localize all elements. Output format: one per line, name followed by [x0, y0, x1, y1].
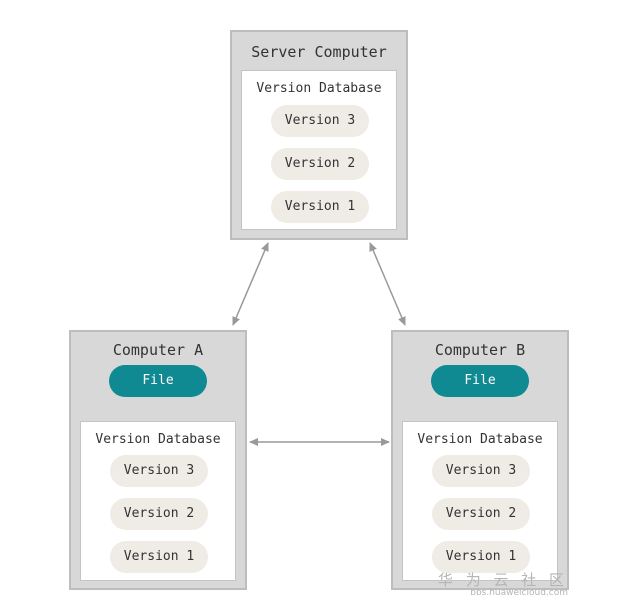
server-b-sync-arrow	[369, 242, 406, 326]
computer-a-title: Computer A	[112, 341, 204, 359]
computer-b-version-3: Version 3	[432, 455, 530, 487]
computer-b-db-title: Version Database	[417, 432, 543, 447]
computer-a-file: File	[109, 365, 207, 397]
watermark-text: 华 为 云 社 区	[437, 571, 568, 589]
computer-b-box: Computer B File Version Database Version…	[391, 330, 569, 590]
computer-b-version-database: Version Database Version 3 Version 2 Ver…	[402, 421, 558, 581]
server-computer-title: Server Computer	[251, 43, 387, 61]
computer-b-file: File	[431, 365, 529, 397]
server-version-1: Version 1	[271, 191, 369, 223]
computer-b-version-1: Version 1	[432, 541, 530, 573]
computer-b-version-2: Version 2	[432, 498, 530, 530]
server-a-sync-arrow	[232, 242, 269, 326]
server-db-title: Version Database	[256, 81, 382, 96]
computer-a-version-2: Version 2	[110, 498, 208, 530]
server-version-3: Version 3	[271, 105, 369, 137]
watermark-url: bbs.huaweicloud.com	[470, 588, 568, 598]
computer-a-version-database: Version Database Version 3 Version 2 Ver…	[80, 421, 236, 581]
computer-a-db-title: Version Database	[95, 432, 221, 447]
server-version-database: Version Database Version 3 Version 2 Ver…	[241, 70, 397, 230]
watermark: 华 为 云 社 区 bbs.huaweicloud.com	[438, 569, 568, 598]
computer-a-box: Computer A File Version Database Version…	[69, 330, 247, 590]
server-computer-box: Server Computer Version Database Version…	[230, 30, 408, 240]
computer-b-title: Computer B	[434, 341, 526, 359]
computer-a-version-3: Version 3	[110, 455, 208, 487]
computer-a-version-1: Version 1	[110, 541, 208, 573]
server-version-2: Version 2	[271, 148, 369, 180]
